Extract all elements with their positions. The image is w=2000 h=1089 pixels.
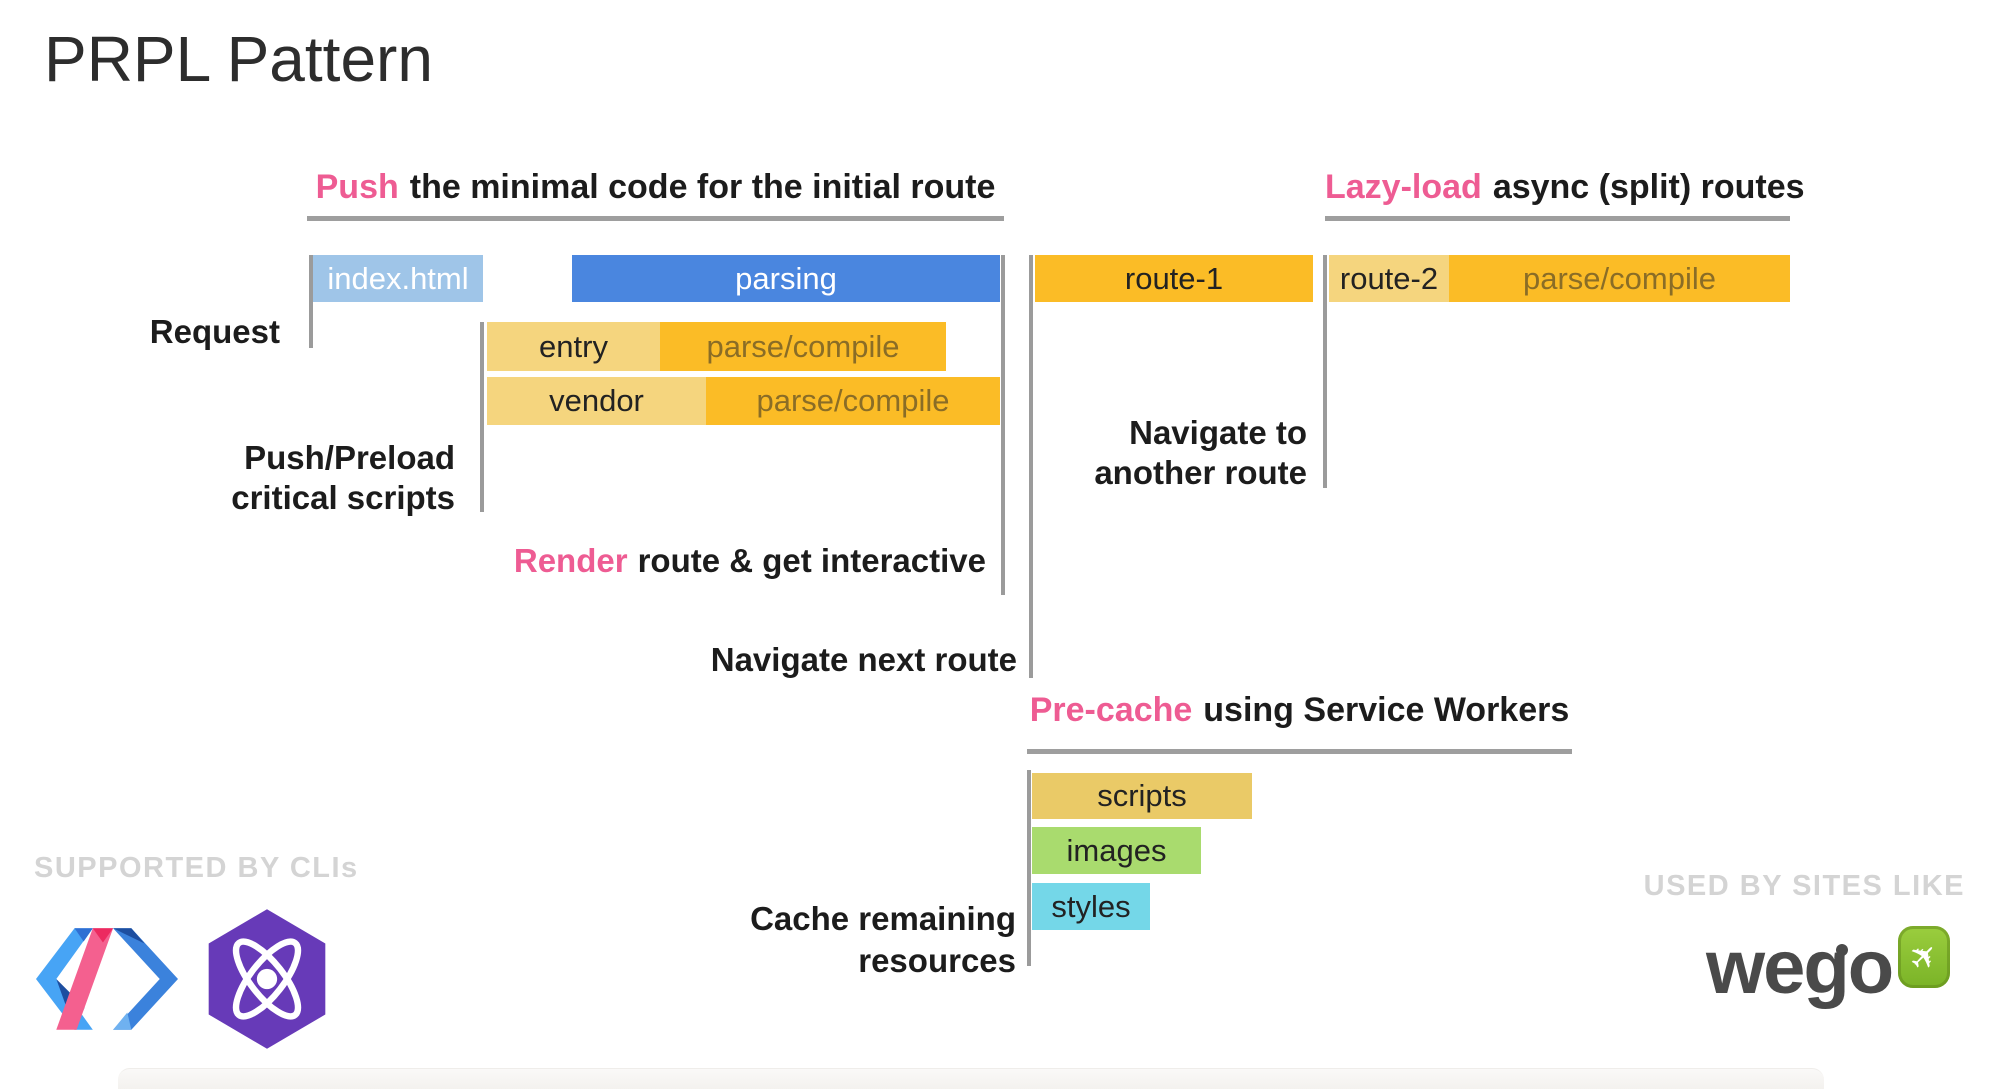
render-tick-line [1001,255,1005,595]
bar-vendor: vendor [487,377,706,425]
bar-styles: styles [1032,883,1150,930]
wego-badge: ✈ [1898,926,1950,988]
preact-logo-icon [208,909,326,1049]
wego-logo: wego ✈ [1706,925,1966,1060]
request-tick-line [309,255,313,348]
label-push-preload-line1: Push/Preload [244,439,455,476]
lazy-load-section-underline [1325,216,1790,221]
polymer-logo [36,928,178,1030]
pre-cache-heading-rest: using Service Workers [1203,691,1570,729]
bar-images: images [1032,827,1201,874]
label-navigate-another-line1: Navigate to [1129,414,1307,451]
push-section-underline [307,216,1004,221]
pre-cache-section-underline [1027,749,1572,754]
used-by-sites-like-caption: USED BY SITES LIKE [1643,870,1965,902]
bar-parsing: parsing [572,255,1000,302]
push-preload-tick-line [480,322,484,512]
label-navigate-another-line2: another route [1094,454,1307,491]
label-request: Request [149,313,280,350]
section-heading-lazy-load: Lazy-load async (split) routes [1325,168,1805,207]
section-heading-pre-cache: Pre-cache using Service Workers [1027,691,1572,730]
label-cache-remaining: Cache remaining resources [716,898,1016,982]
label-cache-remaining-line2: resources [858,942,1016,979]
bar-index-html: index.html [313,255,483,302]
lazy-load-highlight: Lazy-load [1325,168,1482,206]
label-navigate-another-route: Navigate to another route [1007,413,1307,493]
airplane-icon: ✈ [1900,933,1948,981]
push-heading-rest: the minimal code for the initial route [409,168,996,206]
lazy-load-heading-rest: async (split) routes [1492,168,1805,206]
bar-route-2: route-2 [1329,255,1449,302]
page-title: PRPL Pattern [44,23,433,95]
label-navigate-next-route: Navigate next route [710,641,1017,678]
polymer-logo-icon [36,928,178,1030]
cache-tick-line [1027,770,1031,966]
label-push-preload: Push/Preload critical scripts [155,438,455,518]
bar-scripts: scripts [1032,773,1252,819]
faded-toolbar-strip [118,1068,1824,1089]
push-highlight: Push [315,168,399,206]
bar-entry: entry [487,322,660,371]
pre-cache-highlight: Pre-cache [1029,691,1193,729]
preact-logo [202,908,332,1050]
section-heading-push: Push the minimal code for the initial rou… [307,168,1004,207]
navigate-another-tick-line [1323,255,1327,488]
bar-entry-parse-compile: parse/compile [660,322,946,371]
label-render-rest: route & get interactive [637,542,986,579]
wego-wordmark: wego [1706,925,1894,1010]
supported-by-clis-caption: SUPPORTED BY CLIs [34,852,359,884]
label-cache-remaining-line1: Cache remaining [750,900,1016,937]
bar-vendor-parse-compile: parse/compile [706,377,1000,425]
wego-dot-icon [1836,944,1848,956]
bar-route-1: route-1 [1035,255,1313,302]
navigate-next-tick-line [1029,255,1033,678]
label-push-preload-line2: critical scripts [231,479,455,516]
render-highlight: Render [513,542,628,579]
bar-route-2-parse-compile: parse/compile [1449,255,1790,302]
